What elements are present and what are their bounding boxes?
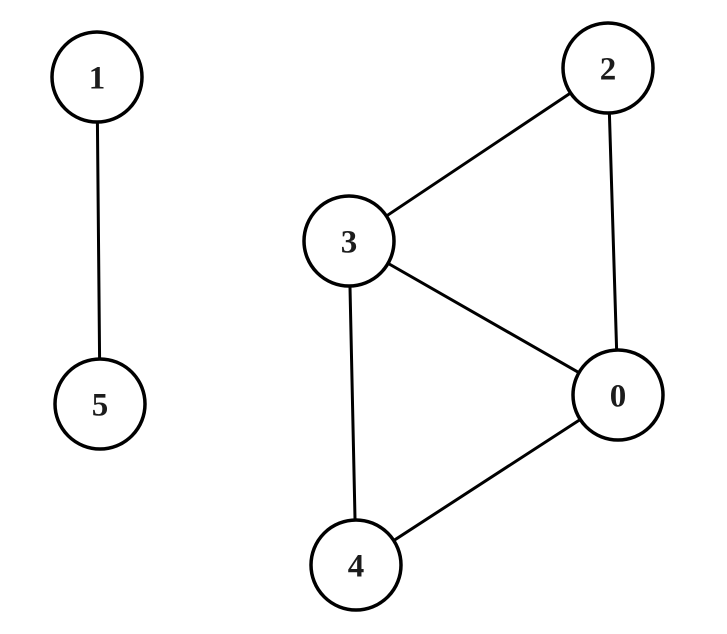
node-circle-5 [53,357,147,451]
graph-node-1: 1 [50,30,144,124]
node-label-2: 2 [600,51,617,87]
graph-edge-4-0 [354,393,620,567]
graph-edge-3-0 [347,239,620,397]
graph-edge-3-4 [347,239,358,567]
node-circle-0 [571,348,665,442]
graph-edge-2-3 [347,66,610,243]
node-circle-1 [50,30,144,124]
graph-node-5: 5 [53,357,147,451]
node-label-1: 1 [89,60,106,96]
node-label-5: 5 [92,387,109,423]
node-circle-4 [309,518,403,612]
graph-edge-2-0 [606,66,620,397]
node-circle-3 [302,194,396,288]
node-circle-2 [561,21,655,115]
graph-node-2: 2 [561,21,655,115]
node-label-4: 4 [348,548,365,584]
graph-node-0: 0 [571,348,665,442]
node-label-3: 3 [341,224,358,260]
graph-node-3: 3 [302,194,396,288]
node-label-0: 0 [610,378,627,414]
graph-edge-1-5 [95,75,102,406]
graph-node-4: 4 [309,518,403,612]
